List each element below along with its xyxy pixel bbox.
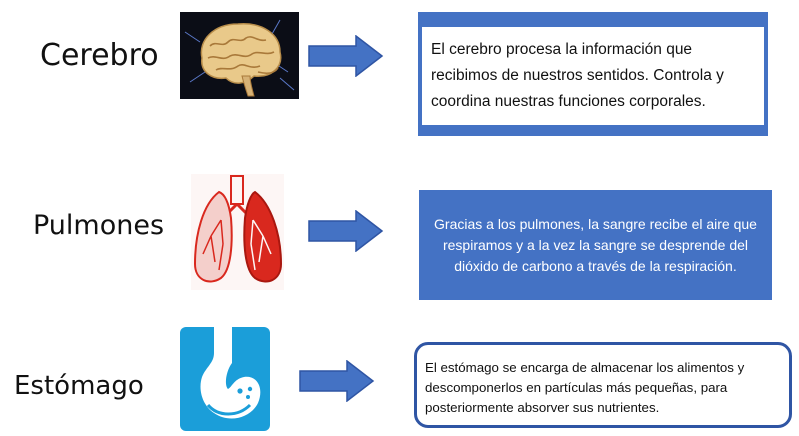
arrow-right-icon bbox=[308, 35, 384, 77]
description-pulmones: Gracias a los pulmones, la sangre recibe… bbox=[434, 216, 757, 274]
description-box-pulmones: Gracias a los pulmones, la sangre recibe… bbox=[419, 190, 772, 300]
label-estomago: Estómago bbox=[14, 371, 144, 401]
stomach-icon bbox=[180, 327, 270, 431]
description-box-estomago: El estómago se encarga de almacenar los … bbox=[414, 342, 792, 428]
brain-icon bbox=[180, 12, 299, 99]
lungs-icon bbox=[191, 174, 284, 290]
label-pulmones: Pulmones bbox=[33, 210, 165, 241]
description-estomago: El estómago se encarga de almacenar los … bbox=[425, 360, 745, 415]
label-cerebro: Cerebro bbox=[40, 38, 159, 73]
description-box-cerebro: El cerebro procesa la información que re… bbox=[418, 12, 768, 136]
description-cerebro: El cerebro procesa la información que re… bbox=[431, 41, 724, 110]
arrow-right-icon bbox=[299, 360, 375, 402]
arrow-right-icon bbox=[308, 210, 384, 252]
